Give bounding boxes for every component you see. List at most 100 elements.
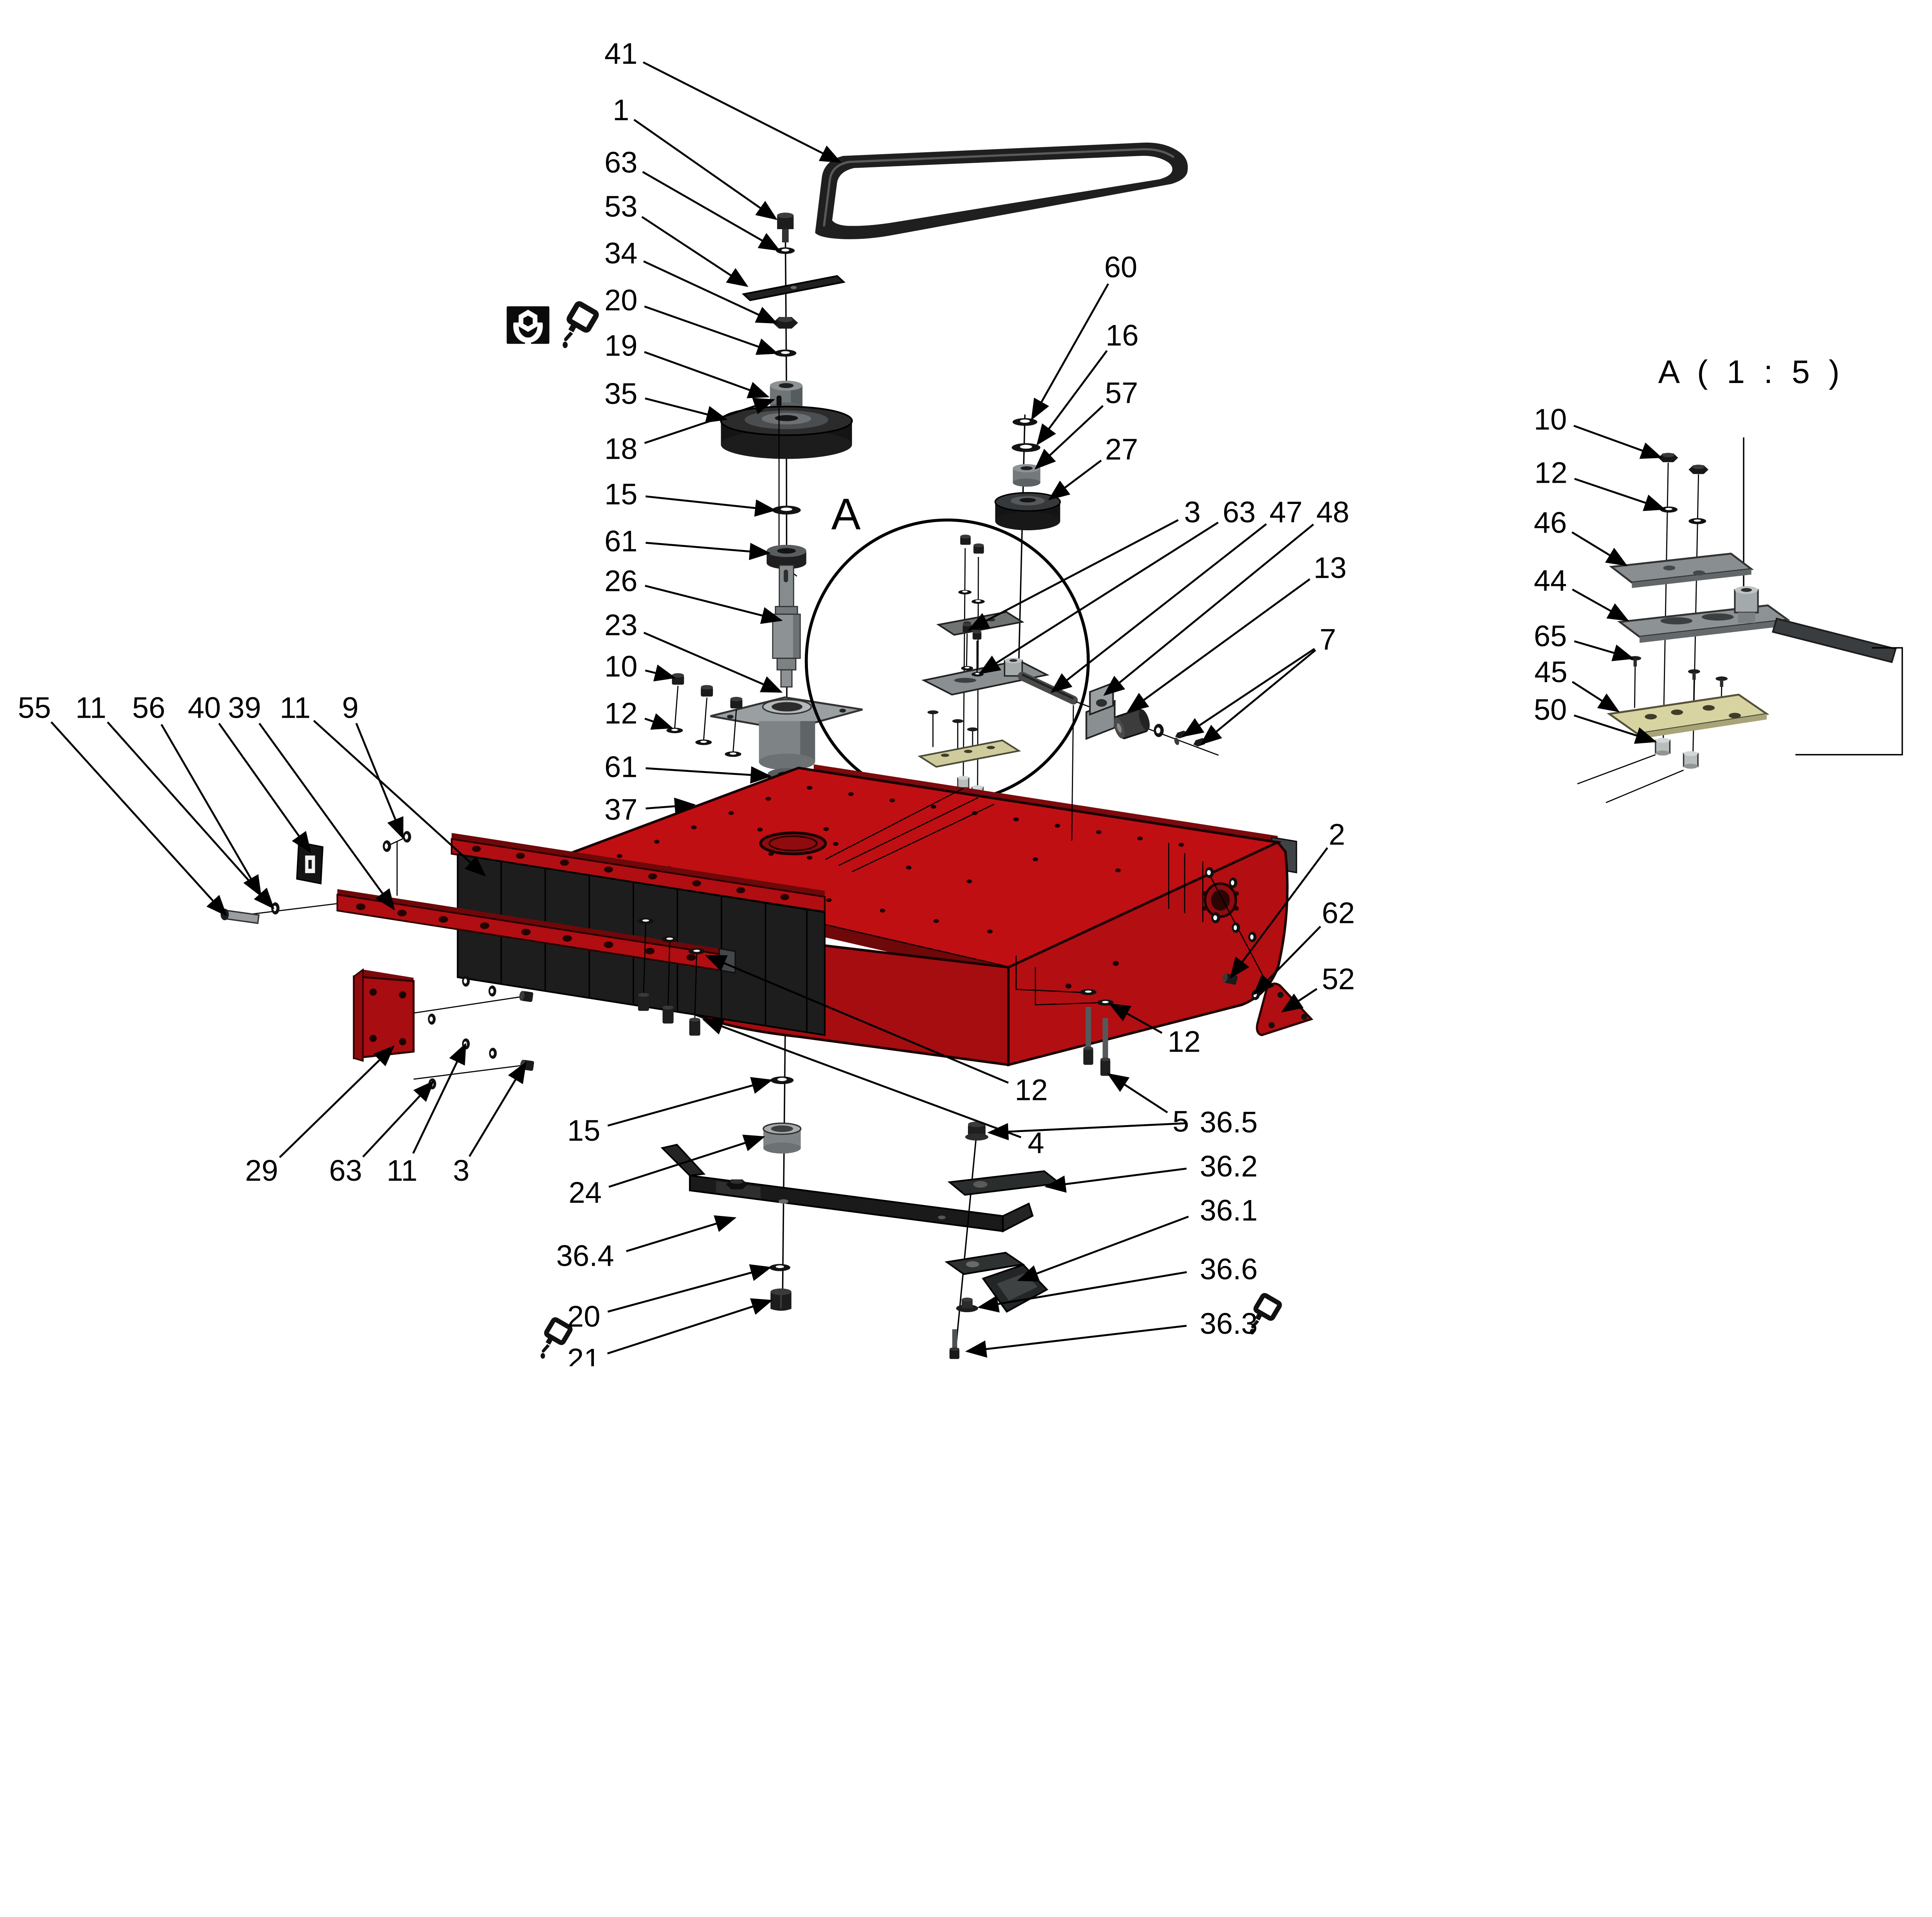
leader-line-39 [259,723,395,911]
callout-label-9: 9 [342,691,359,725]
callout-label-12: 12 [604,697,638,730]
callout-46d: 46 [1534,506,1628,566]
leader-line-20 [644,305,779,355]
leader-line-3 [968,519,1179,631]
spindle-housing-23 [710,696,863,770]
callout-label-47: 47 [1269,496,1303,529]
threadlocker-icon [563,304,596,348]
spindle-shaft-26 [772,564,801,688]
leader-line-40 [218,723,311,853]
callout-11b: 11 [280,691,486,877]
callout-10: 10 [604,650,676,683]
callout-label-15b: 15 [567,1114,600,1147]
spacer-24 [762,1122,802,1154]
callout-label-13: 13 [1313,551,1347,584]
right-fasteners-2-62-52 [1184,853,1313,1037]
leader-line-26 [645,585,783,624]
washer-20-top [774,349,797,357]
callout-label-46d: 46 [1534,506,1567,540]
drive-belt [815,142,1188,239]
callout-label-48: 48 [1316,496,1349,529]
mount-bracket-29 [353,968,415,1062]
leader-line-12r [1109,1003,1163,1034]
callout-label-18: 18 [604,432,638,466]
callout-12d: 12 [1534,456,1666,511]
callout-3b: 3 [453,1061,527,1187]
section-marker-A: A [831,490,861,539]
callout-label-60: 60 [1104,250,1138,284]
callout-label-19: 19 [604,329,638,362]
leader-line-46d [1571,531,1628,566]
callout-40: 40 [188,691,311,853]
callout-63b: 63 [978,496,1256,674]
callout-35: 35 [604,377,728,423]
leader-line-11b [313,720,486,877]
callout-3: 3 [968,496,1201,631]
callout-label-63c: 63 [329,1154,362,1187]
callout-44d: 44 [1534,564,1629,621]
leader-line-61 [645,541,771,560]
leader-line-23 [643,632,783,693]
idler-stack [994,414,1061,660]
callout-20: 20 [604,284,779,355]
callout-47: 47 [1050,496,1303,693]
leader-line-7 [1200,649,1316,745]
leader-line-2 [1230,847,1328,979]
callout-label-27: 27 [1105,433,1138,466]
callout-label-20b: 20 [567,1300,600,1333]
callout-label-10: 10 [604,650,638,683]
blade-key-plate-53 [742,275,846,301]
callout-29: 29 [245,1045,395,1187]
callout-label-63b: 63 [1223,496,1256,529]
leader-line-36.1 [1017,1216,1189,1282]
callout-36.1: 36.1 [1017,1194,1258,1282]
leader-line-10d [1573,425,1663,459]
callout-label-53: 53 [604,190,638,223]
detail-view-title: A ( 1 : 5 ) [1658,354,1844,390]
bolts-5-washers-12 [1015,955,1114,1076]
washer-63-top [776,247,795,254]
leader-line-1 [633,119,778,220]
callout-55: 55 [18,691,227,917]
callout-37: 37 [604,793,696,826]
callout-15: 15 [604,478,776,517]
callout-label-55: 55 [18,691,51,725]
callout-12: 12 [604,697,673,730]
callout-label-7: 7 [1320,623,1336,656]
leader-line-35 [645,397,728,423]
callout-layer: 4116353342019351815612623101261376016572… [18,37,1666,1366]
callout-label-16: 16 [1105,319,1139,352]
callout-7: 7 [1182,623,1336,745]
leader-line-29 [279,1045,395,1158]
callout-24: 24 [569,1134,765,1209]
callout-48: 48 [1103,496,1349,696]
leader-line-61b [645,766,772,784]
callout-26: 26 [604,565,783,624]
callout-1: 1 [613,94,778,220]
callout-61b: 61 [604,751,772,784]
callout-label-50d: 50 [1534,693,1567,727]
callout-label-61: 61 [604,524,638,558]
callout-label-35: 35 [604,377,638,410]
nut-34 [772,317,798,329]
bolts-4-washers-12 [637,918,705,1036]
callout-label-12r: 12 [1168,1025,1201,1058]
callout-65d: 65 [1534,620,1634,661]
callout-label-3: 3 [1184,496,1201,529]
leader-line-4 [702,1018,1022,1138]
flange-bolts-10-washers-12 [666,673,743,757]
leader-line-15b [607,1077,773,1127]
callout-label-36.6: 36.6 [1200,1253,1258,1286]
callout-label-11a: 11 [75,691,106,725]
callout-36.3: 36.3 [965,1307,1258,1358]
callout-label-12d: 12 [1534,456,1568,490]
callout-label-23: 23 [604,609,638,642]
callout-53: 53 [604,190,748,287]
leader-line-60 [1031,283,1109,421]
nut-21 [770,1288,792,1311]
callout-34: 34 [604,237,778,324]
callout-label-45d: 45 [1534,655,1568,689]
callout-label-24: 24 [569,1176,602,1209]
washers-9 [383,831,412,896]
